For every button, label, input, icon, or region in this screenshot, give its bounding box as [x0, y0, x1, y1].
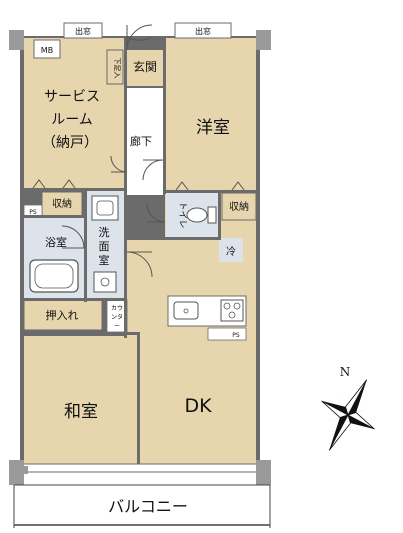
japanese-room-label: 和室	[64, 402, 98, 422]
bathtub	[29, 259, 79, 293]
service-room-label-3: （納戸）	[42, 135, 98, 151]
compass-north-label: N	[340, 365, 351, 379]
washing-machine	[93, 271, 117, 293]
window-right-label: 出窓	[195, 26, 211, 36]
japanese-room-area	[24, 336, 137, 466]
washroom-label-1: 洗	[99, 226, 110, 239]
burner-2	[233, 302, 241, 310]
pipe-space-right-label: PS	[232, 332, 240, 339]
dk-label: DK	[184, 395, 212, 417]
counter-label-1: カウ	[111, 304, 123, 312]
counter-label-2: ンタ	[111, 313, 123, 321]
balcony-label: バルコニー	[108, 497, 188, 516]
washroom-label-3: 室	[99, 253, 110, 267]
oshiire-label: 押入れ	[46, 308, 79, 322]
bathtub-inner	[34, 263, 74, 289]
shoe-storage-label: 下足入	[113, 58, 121, 79]
kitchen-stove	[220, 299, 244, 322]
storage-left-area	[41, 191, 83, 217]
pipe-space-right-area	[207, 327, 247, 341]
dk-area	[127, 240, 256, 466]
window-left-label: 出窓	[75, 26, 91, 36]
western-room-area	[165, 38, 256, 191]
sink-drain	[183, 308, 189, 314]
wash-basin	[91, 195, 119, 221]
washing-machine-drum	[100, 277, 110, 287]
mb-label: MB	[41, 46, 53, 55]
bath-label: 浴室	[45, 235, 67, 249]
toilet-label: トイレ	[177, 201, 187, 228]
burner-3	[228, 311, 236, 319]
mb-box	[33, 39, 61, 59]
fridge-label: 冷	[226, 245, 236, 258]
pillars	[9, 30, 271, 485]
kitchen-sink	[173, 301, 199, 320]
pipe-space-left-label: PS	[29, 209, 37, 216]
compass-rose	[321, 379, 375, 451]
fridge-area	[219, 238, 243, 262]
entrance-area	[124, 50, 165, 87]
door-swings	[32, 24, 245, 278]
toilet-tank	[207, 206, 217, 224]
storage-right-area	[221, 192, 257, 221]
entrance-label: 玄関	[133, 59, 157, 74]
service-room-label-2: ルーム	[51, 112, 93, 128]
storage-left-label: 収納	[52, 197, 72, 210]
burner-1	[223, 302, 231, 310]
toilet-bowl	[186, 207, 208, 223]
hallway-label: 廊下	[130, 134, 152, 148]
hallway-area	[127, 87, 163, 195]
shoe-storage-area	[106, 49, 124, 85]
counter-label-3: ー	[114, 323, 120, 330]
wash-basin-bowl	[96, 200, 114, 216]
western-room-label: 洋室	[196, 118, 230, 138]
oshiire-area	[23, 299, 103, 331]
washroom-label-2: 面	[99, 240, 110, 253]
service-room-label-1: サービス	[44, 89, 100, 105]
interior-walls	[24, 36, 256, 468]
storage-right-label: 収納	[229, 200, 249, 213]
